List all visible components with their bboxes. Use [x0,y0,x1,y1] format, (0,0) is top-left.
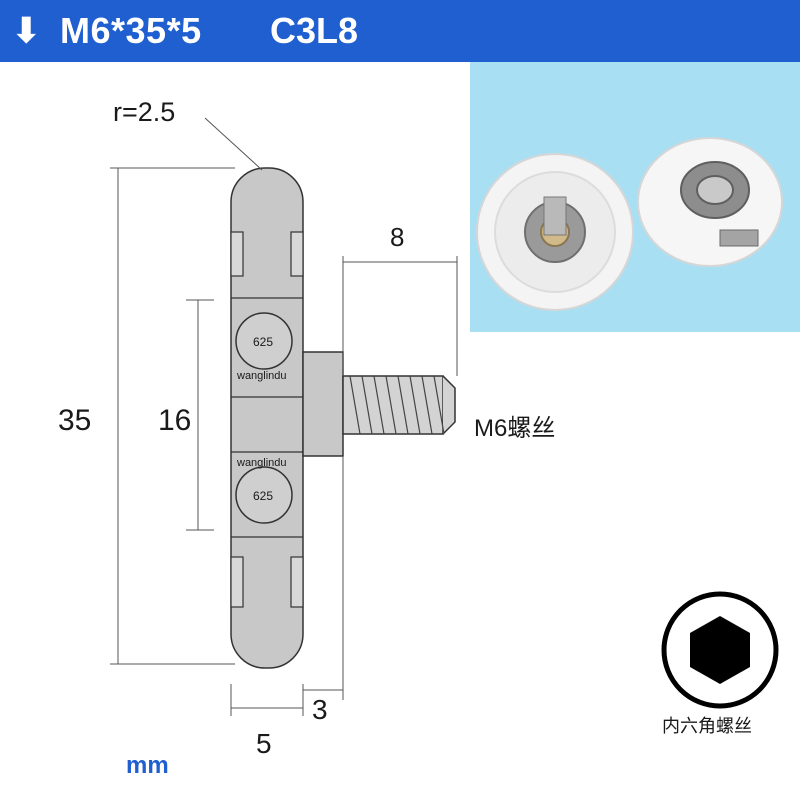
radius-label: r=2.5 [113,97,176,127]
unit-label: mm [126,752,169,779]
thread-length-label: 8 [390,222,405,252]
wheel-width-label: 5 [256,728,272,759]
bearing-top-label: 625 [253,335,274,349]
threaded-shaft [342,375,444,435]
shoulder-label: 3 [312,694,328,725]
wheel-photo-illustration [476,137,783,311]
product-code: C3L8 [270,10,359,51]
shoulder-block [302,351,344,457]
bearing-bottom [235,466,293,524]
down-arrow-icon: ⬇ [12,12,41,50]
bearing-top [235,312,293,370]
thread-lines [349,375,445,435]
title-banner: ⬇ M6*35*5 C3L8 [0,0,800,62]
total-height-label: 35 [58,404,92,437]
thread-spec-label: M6螺丝 [474,415,556,442]
product-size-title: M6*35*5 [60,10,202,51]
bearing-span-label: 16 [158,404,192,437]
product-photo [470,62,800,332]
bearing-bottom-label: 625 [253,489,274,503]
hex-socket-caption: 内六角螺丝 [662,716,752,736]
brand-bottom-label: wanglindu [237,457,287,469]
brand-top-label: wanglindu [237,370,287,382]
